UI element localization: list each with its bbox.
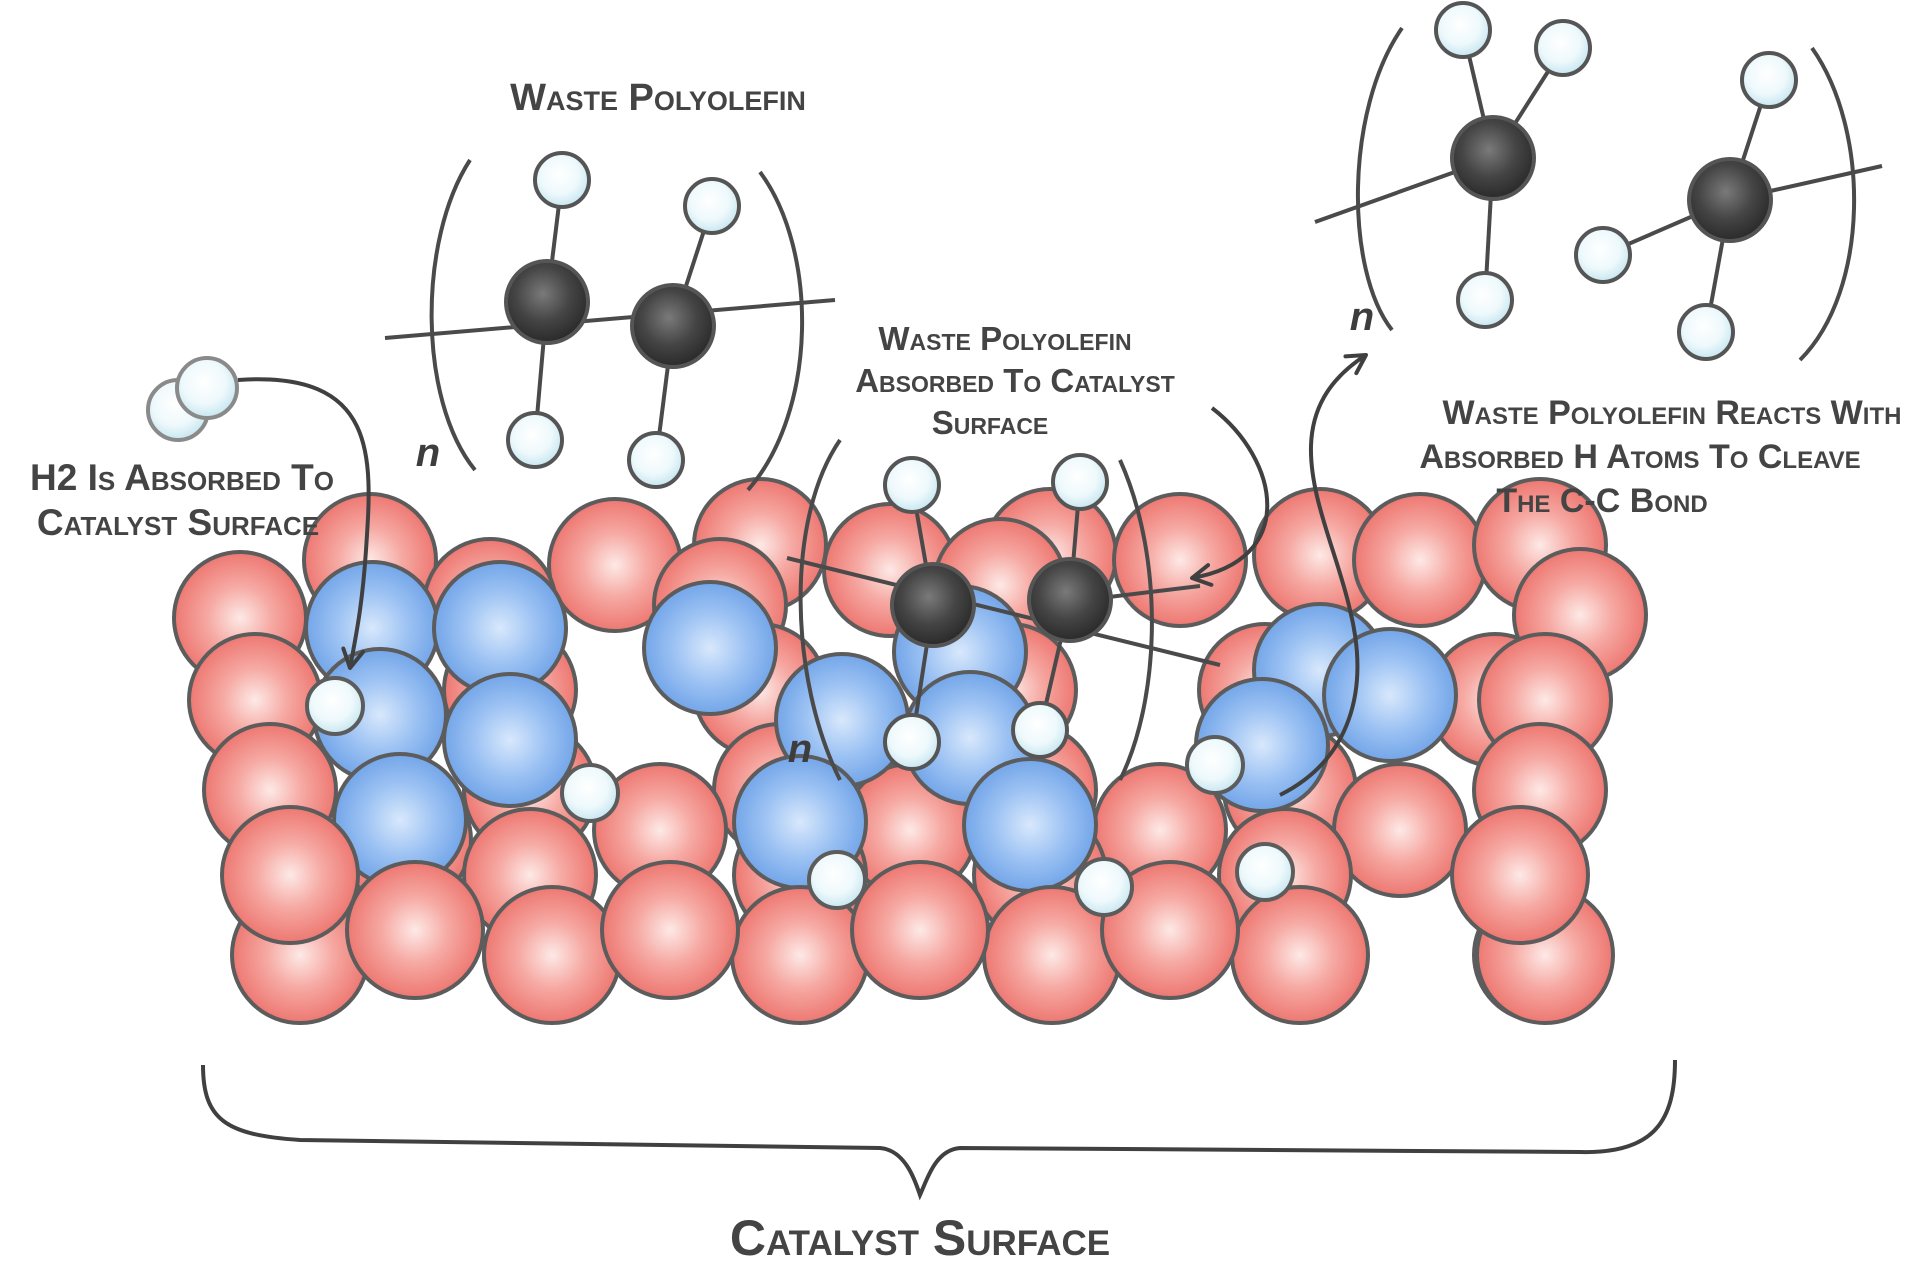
reacts-label: Absorbed H Atoms To Cleave — [1419, 438, 1860, 476]
absorbed-label: Absorbed To Catalyst — [855, 362, 1175, 399]
waste-polyolefin-title: Waste Polyolefin — [510, 77, 806, 119]
hydrogen-atom — [1051, 453, 1109, 511]
carbon-atom — [890, 562, 976, 648]
catalyst-surface — [172, 477, 1648, 1025]
metal-atom — [1100, 860, 1240, 1000]
carbon-atom — [1450, 115, 1536, 201]
metal-atom — [1230, 885, 1370, 1025]
adsorbed-hydrogen-atoms — [305, 676, 1295, 917]
waste-polyolefin-atoms — [504, 151, 741, 489]
promoter-atom — [1322, 627, 1458, 763]
metal-atom — [220, 805, 360, 945]
metal-atom — [1112, 492, 1248, 628]
repeat-unit-label: n — [1350, 295, 1374, 339]
metal-atom — [850, 860, 990, 1000]
hydrogen-atom — [1235, 842, 1295, 902]
repeat-unit-label: n — [788, 727, 812, 771]
absorbed-label: Waste Polyolefin — [878, 320, 1131, 357]
h2-absorbed-label: Catalyst Surface — [37, 502, 319, 543]
hydrogen-atom — [883, 456, 941, 514]
hydrogen-atom — [1185, 735, 1245, 795]
reacts-label: Waste Polyolefin Reacts With — [1443, 394, 1902, 432]
hydrogen-atom — [1074, 857, 1134, 917]
carbon-atom — [1027, 557, 1113, 643]
catalyst-surface-label: Catalyst Surface — [730, 1210, 1110, 1266]
carbon-atom — [504, 259, 590, 345]
metal-atom — [600, 860, 740, 1000]
absorption-arrow — [1190, 406, 1270, 587]
absorbed-polyolefin-atoms — [883, 453, 1113, 771]
hydrogen-atom — [1677, 303, 1735, 361]
hydrogen-atom — [506, 411, 564, 469]
reacts-label: The C-C Bond — [1496, 482, 1707, 520]
hydrogen-atom — [883, 713, 941, 771]
metal-atom — [482, 885, 622, 1025]
metal-atom — [345, 860, 485, 1000]
promoter-atom — [442, 672, 578, 808]
arrows — [237, 353, 1368, 797]
hydrogen-atom — [627, 431, 685, 489]
hydrogen-atom — [1574, 226, 1632, 284]
hydrogen-atom — [683, 177, 741, 235]
hydrogen-atom — [1740, 51, 1798, 109]
hydrogen-atom — [533, 151, 591, 209]
carbon-atom — [1687, 157, 1773, 243]
promoter-atom — [642, 580, 778, 716]
hydrogen-atom — [1534, 19, 1592, 77]
hydrogen-atom — [1011, 701, 1069, 759]
h2-absorbed-label: H2 Is Absorbed To — [30, 457, 334, 498]
waste-polyolefin-molecule — [384, 158, 836, 492]
metal-atom — [1450, 805, 1590, 945]
cleaved-polyolefin-atoms — [1434, 1, 1798, 361]
reaction-arrow — [1279, 353, 1368, 797]
h2-absorption-arrow — [237, 377, 371, 670]
carbon-atom — [630, 283, 716, 369]
h2-molecule — [146, 356, 239, 442]
hydrogen-atom — [560, 763, 620, 823]
hydrogen-atom — [807, 850, 867, 910]
hydrogen-atom — [1456, 271, 1514, 329]
promoter-atom — [962, 757, 1098, 893]
catalyst-brace — [201, 1059, 1677, 1201]
hydrogen-atom — [175, 356, 239, 420]
metal-atom — [1332, 762, 1468, 898]
hydrogen-atom — [1434, 1, 1492, 59]
hydrogen-atom — [305, 676, 365, 736]
repeat-unit-label: n — [416, 431, 440, 475]
metal-atom — [1352, 492, 1488, 628]
absorbed-label: Surface — [932, 404, 1049, 441]
